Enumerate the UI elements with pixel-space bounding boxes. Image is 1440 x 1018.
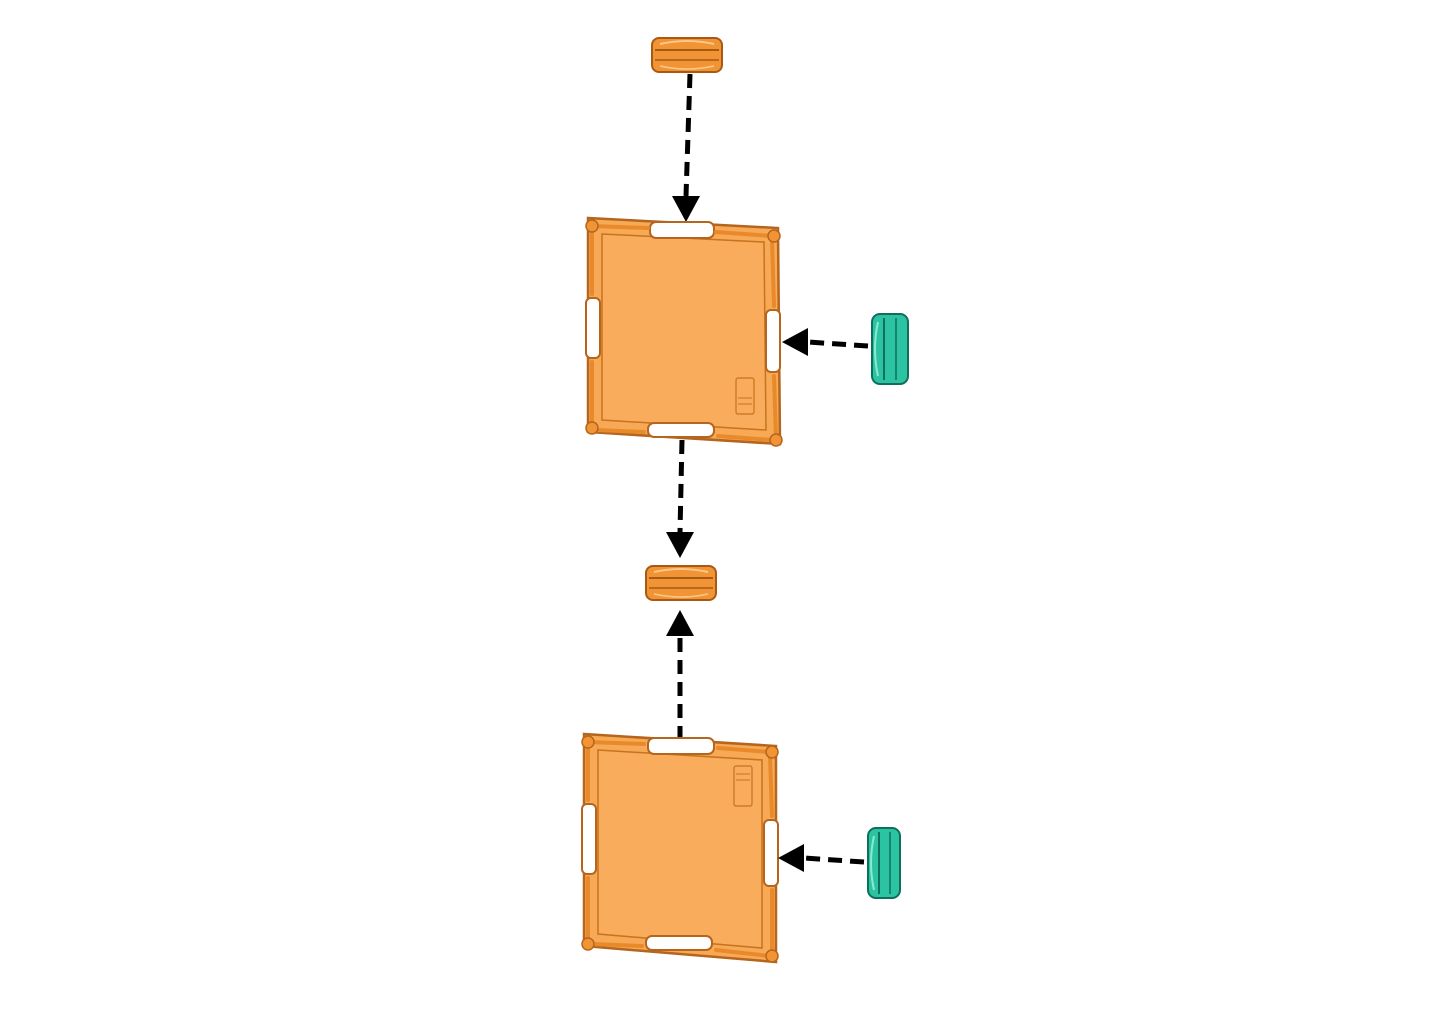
lower-teal-clip	[868, 828, 900, 898]
upper-panel	[586, 218, 782, 446]
arrow-top-clip-to-upper-panel	[672, 74, 700, 222]
arrow-lower-teal-to-lower-panel	[778, 844, 864, 872]
arrow-upper-teal-to-upper-panel	[782, 328, 868, 356]
middle-orange-clip	[646, 566, 716, 600]
upper-teal-clip	[872, 314, 908, 384]
arrow-upper-panel-to-middle-clip	[666, 440, 694, 558]
lower-panel	[582, 734, 778, 962]
arrow-lower-panel-to-middle-clip	[666, 610, 694, 740]
top-orange-clip	[652, 38, 722, 72]
